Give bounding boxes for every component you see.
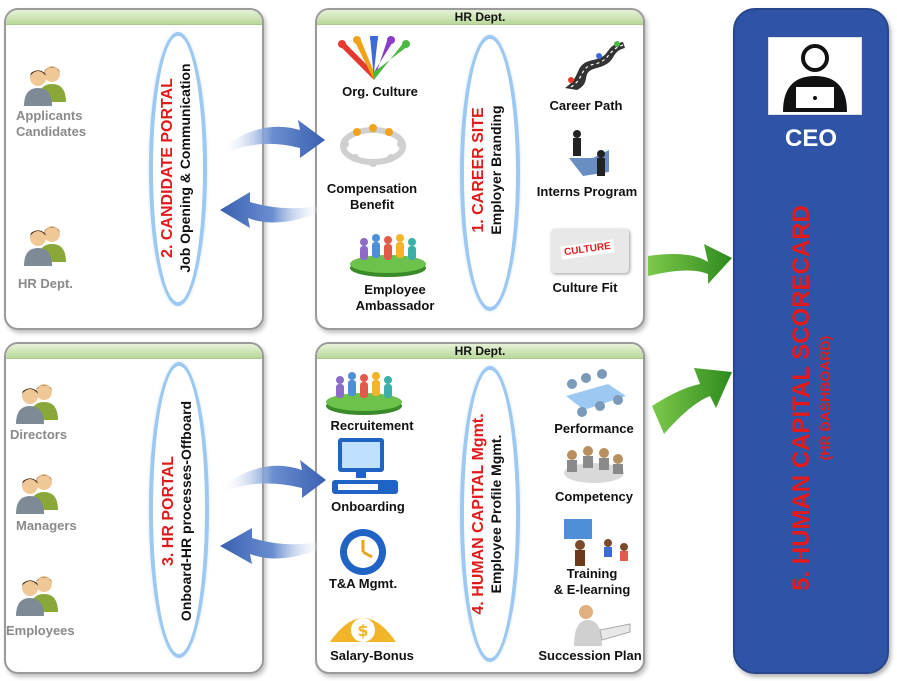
item-employee-ambassador: Employee Ambassador	[355, 282, 435, 313]
group-label-managers: Managers	[16, 518, 77, 533]
culture-puzzle-icon: CULTURE	[551, 229, 629, 273]
people-circle-icon	[340, 124, 406, 167]
scorecard-heading: 5. HUMAN CAPITAL SCORECARD	[788, 205, 815, 591]
crowd-platform-icon	[350, 234, 426, 277]
item-culture-fit: Culture Fit	[552, 280, 618, 295]
business-people-icon	[569, 130, 609, 176]
item-succession-plan: Succession Plan	[538, 648, 642, 663]
arrow-right-bottom	[220, 460, 326, 498]
scorecard-subtitle: (HR DASHBOARD)	[817, 335, 833, 461]
ceo-label: CEO	[784, 125, 837, 152]
item-competency: Competency	[554, 489, 634, 504]
road-icon	[565, 41, 625, 90]
group-label-applicants: Applicants Candidates	[16, 108, 87, 139]
classroom-icon	[564, 519, 628, 566]
arrow-left-bottom	[220, 528, 326, 564]
arrow-right-top	[220, 120, 325, 158]
svg-text:$: $	[357, 621, 368, 640]
item-org-culture: Org. Culture	[342, 84, 418, 99]
ceo-laptop-icon	[768, 37, 862, 115]
candidate-portal-panel	[4, 8, 264, 330]
panel-header: HR Dept.	[317, 344, 643, 359]
green-arrow-bottom	[652, 368, 732, 434]
career-site-ellipse	[460, 35, 520, 311]
crowd-platform-icon	[326, 372, 402, 415]
arrow-left-top	[220, 192, 325, 228]
panel-header: HR Dept.	[317, 10, 643, 25]
item-recruitement: Recruitement	[330, 418, 414, 433]
item-ta-mgmt: T&A Mgmt.	[328, 576, 398, 591]
panel-header	[6, 344, 262, 359]
green-arrow-top	[648, 244, 732, 284]
dollar-icon: $	[330, 618, 396, 642]
panel-header	[6, 10, 262, 25]
group-label-employees: Employees	[6, 623, 75, 638]
scorecard-title: 5. HUMAN CAPITAL SCORECARD (HR DASHBOARD…	[788, 205, 834, 591]
colored-arrows-icon	[338, 36, 410, 80]
item-interns-program: Interns Program	[536, 184, 638, 199]
meeting-icon	[564, 446, 624, 483]
clock-icon	[340, 529, 386, 575]
item-compensation-benefit: Compensation Benefit	[326, 181, 418, 212]
thinker-icon	[574, 605, 631, 646]
ceo-panel	[733, 8, 889, 674]
group-label-directors: Directors	[10, 427, 68, 442]
hr-portal-ellipse	[149, 362, 209, 658]
group-label-hr-dept: HR Dept.	[18, 276, 73, 291]
candidate-portal-ellipse	[149, 32, 207, 306]
meeting-icon	[566, 369, 626, 417]
item-onboarding: Onboarding	[331, 499, 405, 514]
computer-icon	[332, 438, 398, 494]
item-training-elearning: Training & E-learning	[553, 566, 631, 597]
item-career-path: Career Path	[549, 98, 623, 113]
hcm-ellipse	[460, 366, 520, 662]
item-salary-bonus: Salary-Bonus	[330, 648, 414, 663]
item-performance: Performance	[554, 421, 634, 436]
